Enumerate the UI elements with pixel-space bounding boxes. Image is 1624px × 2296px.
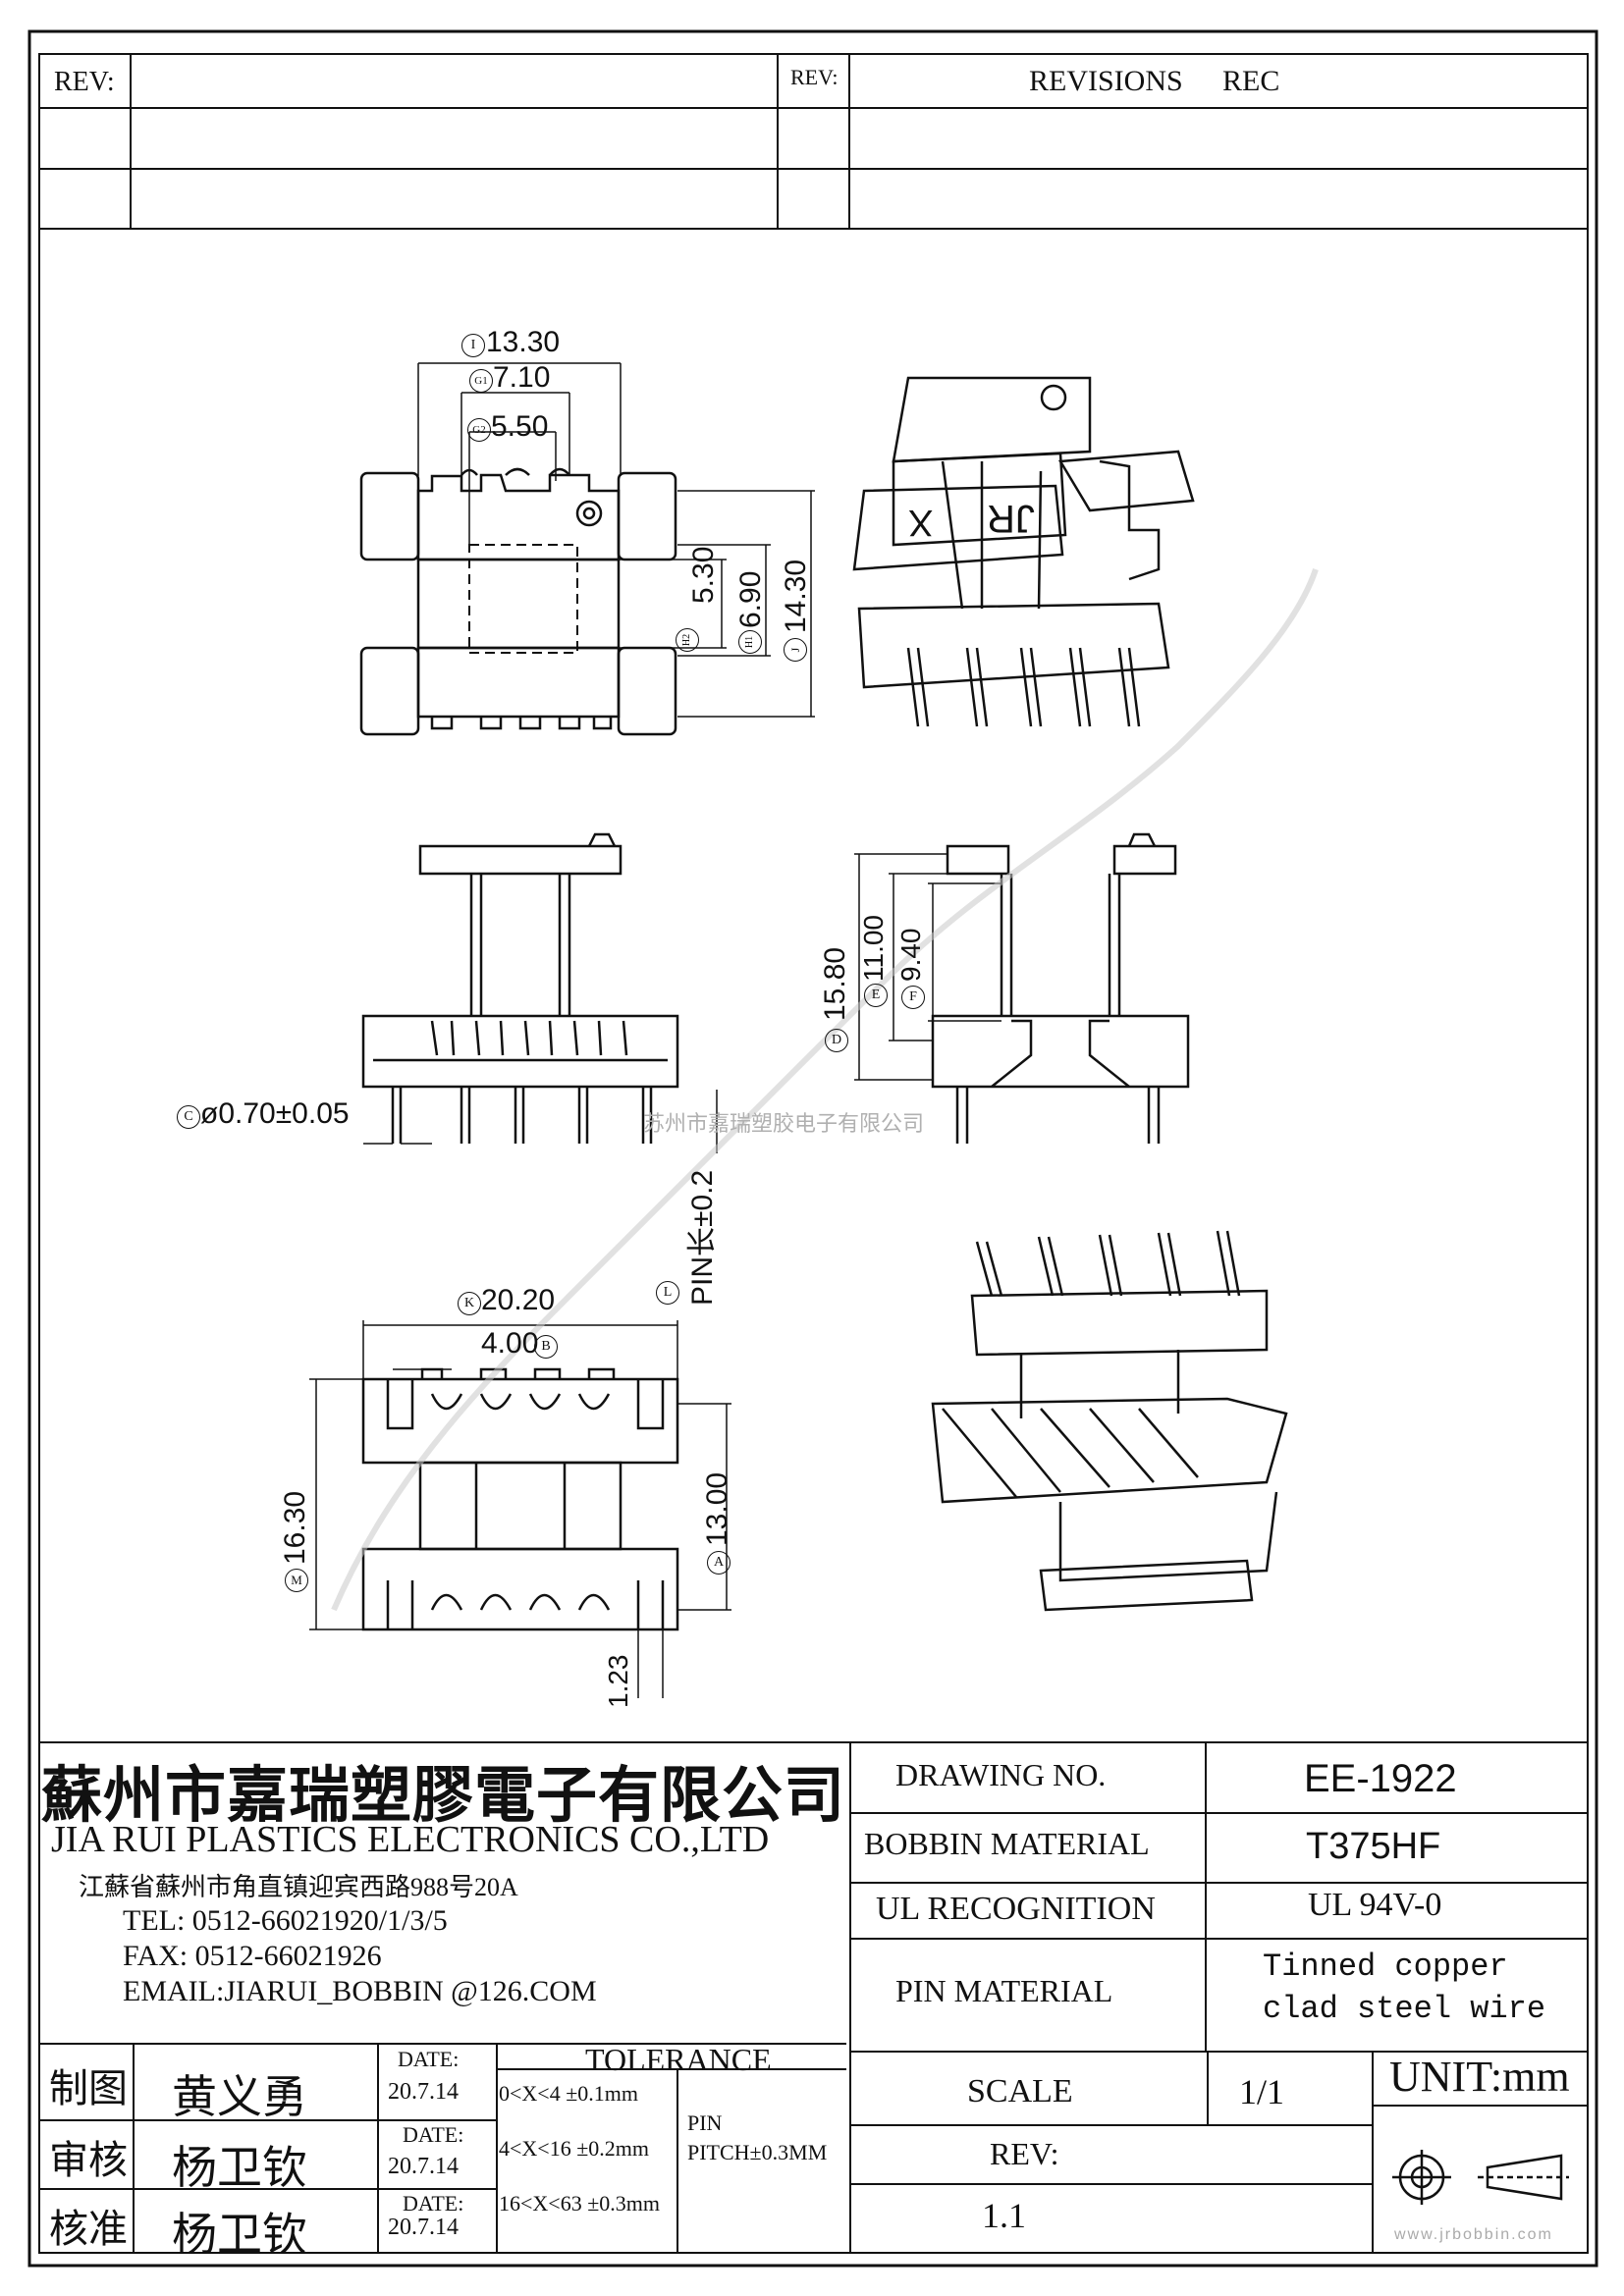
top-view-dimension-lines	[417, 362, 815, 718]
dim-g1-badge: G1	[469, 369, 493, 393]
approval-date-label-review: DATE:	[403, 2122, 464, 2147]
tolerance-pin-pitch: PITCH±0.3MM	[687, 2140, 828, 2164]
approval-date-label-approve: DATE:	[403, 2191, 464, 2216]
top-view	[359, 467, 677, 736]
front-view	[361, 832, 679, 1144]
dim-a-value: 13.00	[701, 1471, 733, 1546]
company-email: EMAIL:JIARUI_BOBBIN @126.COM	[123, 1975, 597, 2007]
dim-c-value: ø0.70±0.05	[200, 1097, 350, 1130]
dim-pad-value: 1.23	[603, 1654, 633, 1709]
dim-e-badge: E	[864, 984, 888, 1007]
dim-b-badge: B	[534, 1335, 558, 1359]
rec-label: REC	[1222, 65, 1280, 97]
drawing-no-value: EE-1922	[1304, 1757, 1457, 1800]
dim-i-badge: I	[461, 334, 485, 357]
company-name-en: JIA RUI PLASTICS ELECTRONICS CO.,LTD	[51, 1819, 770, 1860]
inner-border	[38, 53, 1589, 2254]
rev-label-title: REV:	[990, 2136, 1059, 2171]
approval-role-draw: 制图	[49, 2066, 128, 2110]
company-fax: FAX: 0512-66021926	[123, 1940, 382, 1972]
dim-f-badge: F	[901, 986, 925, 1009]
rev-label-mid: REV:	[790, 65, 839, 89]
unit-label: UNIT:mm	[1389, 2053, 1570, 2101]
approval-name-review: 杨卫钦	[172, 2143, 307, 2193]
rev-label-left: REV:	[54, 67, 115, 97]
dim-e-value: 11.00	[858, 915, 889, 982]
footer-watermark: www.jrbobbin.com	[1394, 2226, 1553, 2243]
dim-j-badge: J	[784, 638, 807, 662]
dim-h1-badge: H1	[738, 630, 762, 654]
approval-date-approve: 20.7.14	[388, 2215, 459, 2240]
dim-f-value: 9.40	[895, 928, 926, 983]
approval-name-approve: 杨卫钦	[172, 2210, 307, 2260]
pin-length-badge: L	[656, 1281, 679, 1305]
scale-value: 1/1	[1239, 2072, 1285, 2111]
tolerance-row-3: 16<X<63 ±0.3mm	[499, 2191, 661, 2216]
tolerance-row-1: 0<X<4 ±0.1mm	[499, 2081, 639, 2106]
ul-recognition-value: UL 94V-0	[1308, 1887, 1442, 1923]
rev-value: 1.1	[982, 2196, 1026, 2235]
dim-b-value: 4.00	[481, 1327, 539, 1360]
pin-material-line1: Tinned copper	[1263, 1949, 1508, 1985]
dim-d-value: 15.80	[819, 946, 851, 1021]
dim-k-badge: K	[458, 1292, 481, 1315]
dim-h2-value: 5.30	[687, 546, 720, 604]
approval-role-approve: 核准	[49, 2207, 128, 2251]
outer-border	[27, 29, 1598, 2268]
bobbin-material-value: T375HF	[1306, 1826, 1441, 1867]
pin-material-label: PIN MATERIAL	[895, 1973, 1113, 2008]
bottom-view	[361, 1367, 679, 1631]
part-marking-jr: JR	[987, 497, 1035, 540]
approval-date-label-draw: DATE:	[398, 2047, 460, 2071]
tolerance-row-2: 4<X<16 ±0.2mm	[499, 2136, 650, 2161]
approval-name-draw: 黄义勇	[172, 2072, 307, 2122]
revision-block-grid	[39, 54, 1588, 230]
dim-h1-value: 6.90	[734, 570, 767, 628]
pin-length-value: PIN长±0.2	[686, 1169, 719, 1306]
ul-recognition-label: UL RECOGNITION	[876, 1891, 1156, 1927]
pin-material-line2: clad steel wire	[1263, 1991, 1546, 2027]
bobbin-material-label: BOBBIN MATERIAL	[864, 1826, 1150, 1861]
part-marking-x: X	[908, 502, 934, 543]
scale-label: SCALE	[967, 2073, 1073, 2109]
title-block-grid	[39, 1741, 1588, 2253]
dim-j-value: 14.30	[780, 559, 812, 633]
isometric-view-bottom	[931, 1230, 1288, 1612]
dim-g2-badge: G2	[467, 418, 491, 442]
revisions-label: REVISIONS	[1029, 65, 1183, 97]
tolerance-pin-label: PIN	[687, 2110, 723, 2135]
isometric-view-top	[852, 376, 1195, 727]
approval-date-review: 20.7.14	[388, 2154, 459, 2179]
watermark-center-text: 苏州市嘉瑞塑胶电子有限公司	[643, 1111, 924, 1136]
dim-g1-value: 7.10	[493, 361, 551, 394]
company-tel: TEL: 0512-66021920/1/3/5	[123, 1904, 448, 1937]
approval-role-review: 审核	[49, 2138, 128, 2182]
dim-d-badge: D	[825, 1029, 848, 1052]
company-address: 江蘇省蘇州市角直镇迎宾西路988号20A	[79, 1873, 518, 1901]
company-name-cn: 蘇州市嘉瑞塑膠電子有限公司	[41, 1763, 846, 1830]
dim-k-value: 20.20	[481, 1284, 556, 1316]
diagonal-watermark	[331, 568, 1319, 1612]
dim-c-badge: C	[177, 1105, 200, 1129]
dim-i-value: 13.30	[486, 326, 561, 358]
projection-symbol-icon	[1392, 2150, 1569, 2205]
dim-a-badge: A	[707, 1551, 731, 1575]
tolerance-title: TOLERANCE	[585, 2042, 772, 2077]
side-view-dimension-lines	[854, 853, 1001, 1081]
approval-date-draw: 20.7.14	[388, 2079, 459, 2105]
drawing-no-label: DRAWING NO.	[895, 1757, 1107, 1792]
dim-h2-badge: H2	[676, 628, 699, 652]
dim-m-value: 16.30	[279, 1490, 311, 1565]
bottom-view-dimension-lines	[309, 1320, 731, 1698]
side-view	[931, 832, 1190, 1144]
front-view-dimension-lines	[363, 1090, 718, 1153]
dim-g2-value: 5.50	[491, 410, 549, 443]
dim-m-badge: M	[285, 1569, 308, 1592]
